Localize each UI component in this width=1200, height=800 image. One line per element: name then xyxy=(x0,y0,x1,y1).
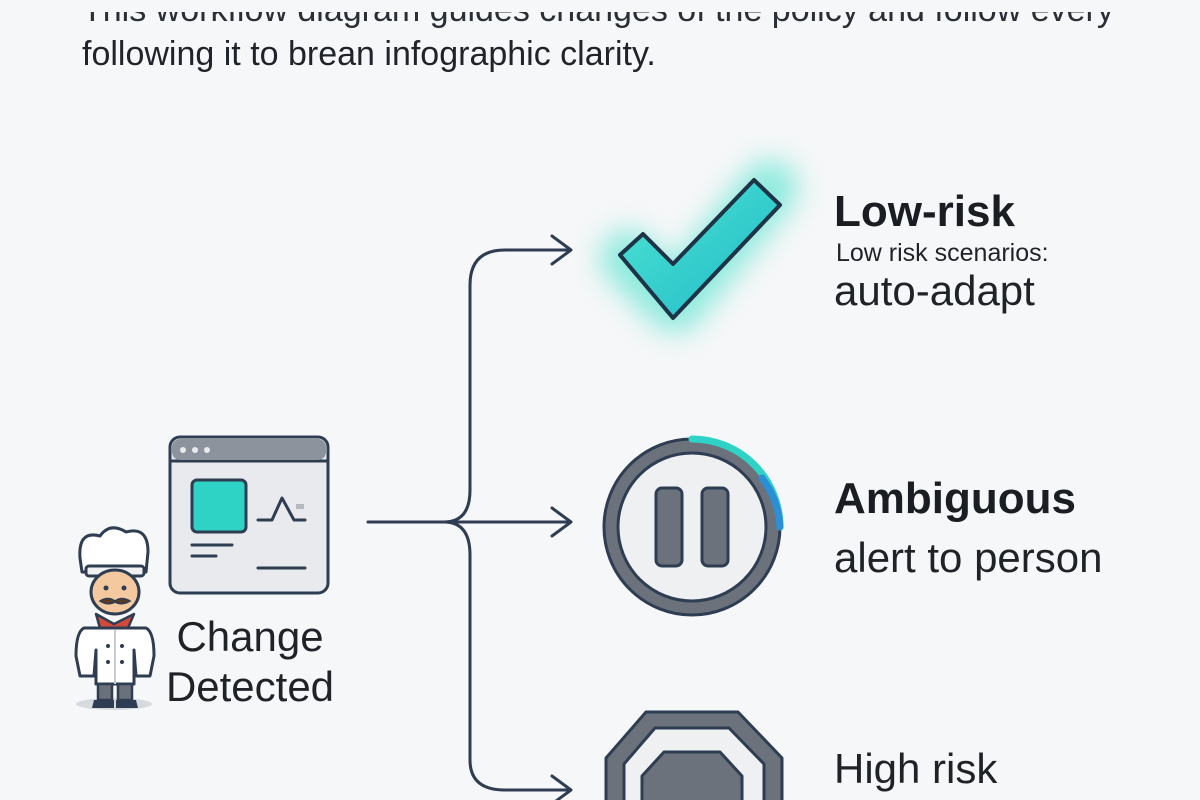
branch-bottom xyxy=(442,520,572,792)
change-detected-line-1: Change xyxy=(176,613,324,660)
change-detected-line-2: Detected xyxy=(165,663,335,710)
low-risk-action: auto-adapt xyxy=(834,267,1035,314)
change-detected-label: Change Detected xyxy=(160,612,340,712)
checkmark-icon xyxy=(600,160,798,333)
branch-spine xyxy=(442,248,572,524)
stop-icon xyxy=(604,710,784,800)
intro-line-1: This workflow diagram guides changes of … xyxy=(82,12,1142,32)
low-risk-title: Low-risk xyxy=(834,187,1015,236)
arrowhead-top xyxy=(550,234,573,266)
high-risk-title: High risk xyxy=(834,745,998,792)
intro-line-2: following it to brean infographic clarit… xyxy=(82,35,656,73)
pause-icon xyxy=(602,435,784,617)
connector-lines xyxy=(366,234,573,800)
chef-character-icon xyxy=(74,526,156,710)
arrowhead-bottom xyxy=(550,774,573,800)
intro-text: This workflow diagram guides changes of … xyxy=(82,12,1142,76)
low-risk-detail: Low risk scenarios: xyxy=(836,239,1049,267)
arrowhead-middle xyxy=(550,506,573,538)
browser-window-icon xyxy=(168,435,330,595)
ambiguous-action: alert to person xyxy=(834,534,1103,581)
ambiguous-title: Ambiguous xyxy=(834,474,1076,523)
